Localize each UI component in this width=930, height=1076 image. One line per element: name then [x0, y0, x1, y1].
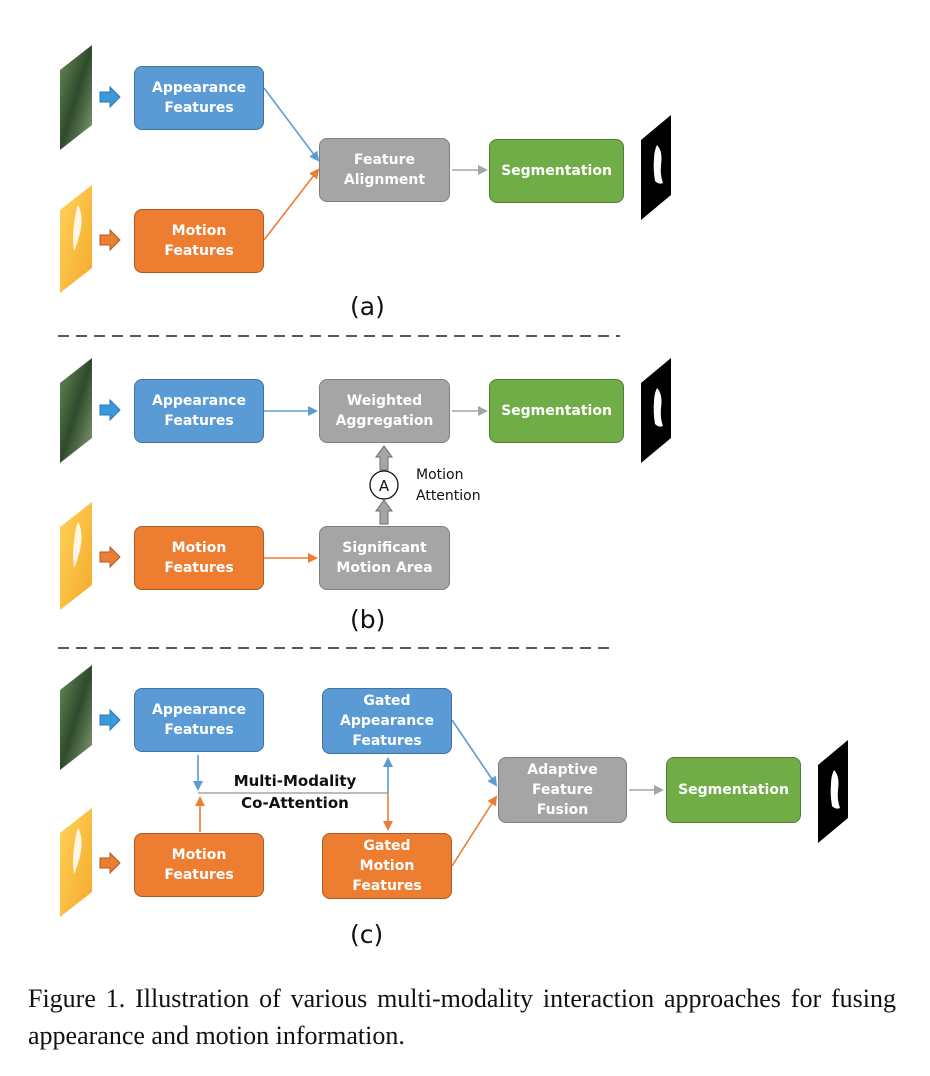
figure-caption: Figure 1. Illustration of various multi-…: [28, 984, 896, 1050]
panel-c: [60, 665, 848, 917]
mask-silhouette-icon: [653, 388, 663, 427]
panel-label-b: (b): [350, 605, 386, 634]
connector-arrow: [451, 795, 498, 867]
mask-silhouette-icon: [830, 770, 840, 809]
connector-arrow: [451, 719, 498, 787]
segmentation-box-b: Segmentation: [489, 379, 624, 443]
attention-up-arrow: [375, 499, 393, 525]
significant-motion-area-box: Significant Motion Area: [319, 526, 450, 590]
multi-modality-coattention-label: Multi-Modality Co-Attention: [233, 772, 357, 812]
attention-up-arrow: [375, 445, 393, 471]
input-arrow-icon: [99, 85, 121, 109]
video-frame-thumbnail: [60, 665, 92, 770]
motion-attention-label: Motion Attention: [416, 467, 481, 504]
connector-arrow: [263, 168, 320, 241]
gated-motion-features-box: Gated Motion Features: [322, 833, 452, 899]
segmentation-box-c: Segmentation: [666, 757, 801, 823]
gated-appearance-features-box: Gated Appearance Features: [322, 688, 452, 754]
appearance-features-box-c: Appearance Features: [134, 688, 264, 752]
input-arrow-icon: [99, 228, 121, 252]
panel-b: A: [60, 358, 671, 610]
feature-alignment-box: Feature Alignment: [319, 138, 450, 202]
flow-silhouette-icon: [73, 522, 82, 568]
input-arrow-icon: [99, 708, 121, 732]
input-arrow-icon: [99, 851, 121, 875]
input-arrow-icon: [99, 545, 121, 569]
motion-features-box-c: Motion Features: [134, 833, 264, 897]
appearance-features-box-b: Appearance Features: [134, 379, 264, 443]
mask-silhouette-icon: [653, 145, 663, 184]
input-arrow-icon: [99, 398, 121, 422]
attention-operator-symbol: A: [379, 477, 390, 495]
adaptive-feature-fusion-box: Adaptive Feature Fusion: [498, 757, 627, 823]
connector-arrow: [263, 87, 320, 162]
video-frame-thumbnail: [60, 45, 92, 150]
panel-label-c: (c): [350, 920, 384, 949]
panel-a: [60, 45, 671, 293]
panel-label-a: (a): [350, 292, 385, 321]
motion-features-box-a: Motion Features: [134, 209, 264, 273]
segmentation-box-a: Segmentation: [489, 139, 624, 203]
motion-features-box-b: Motion Features: [134, 526, 264, 590]
flow-silhouette-icon: [73, 828, 82, 874]
weighted-aggregation-box: Weighted Aggregation: [319, 379, 450, 443]
attention-operator-icon: [369, 470, 399, 500]
flow-silhouette-icon: [73, 205, 82, 251]
video-frame-thumbnail: [60, 358, 92, 463]
appearance-features-box-a: Appearance Features: [134, 66, 264, 130]
